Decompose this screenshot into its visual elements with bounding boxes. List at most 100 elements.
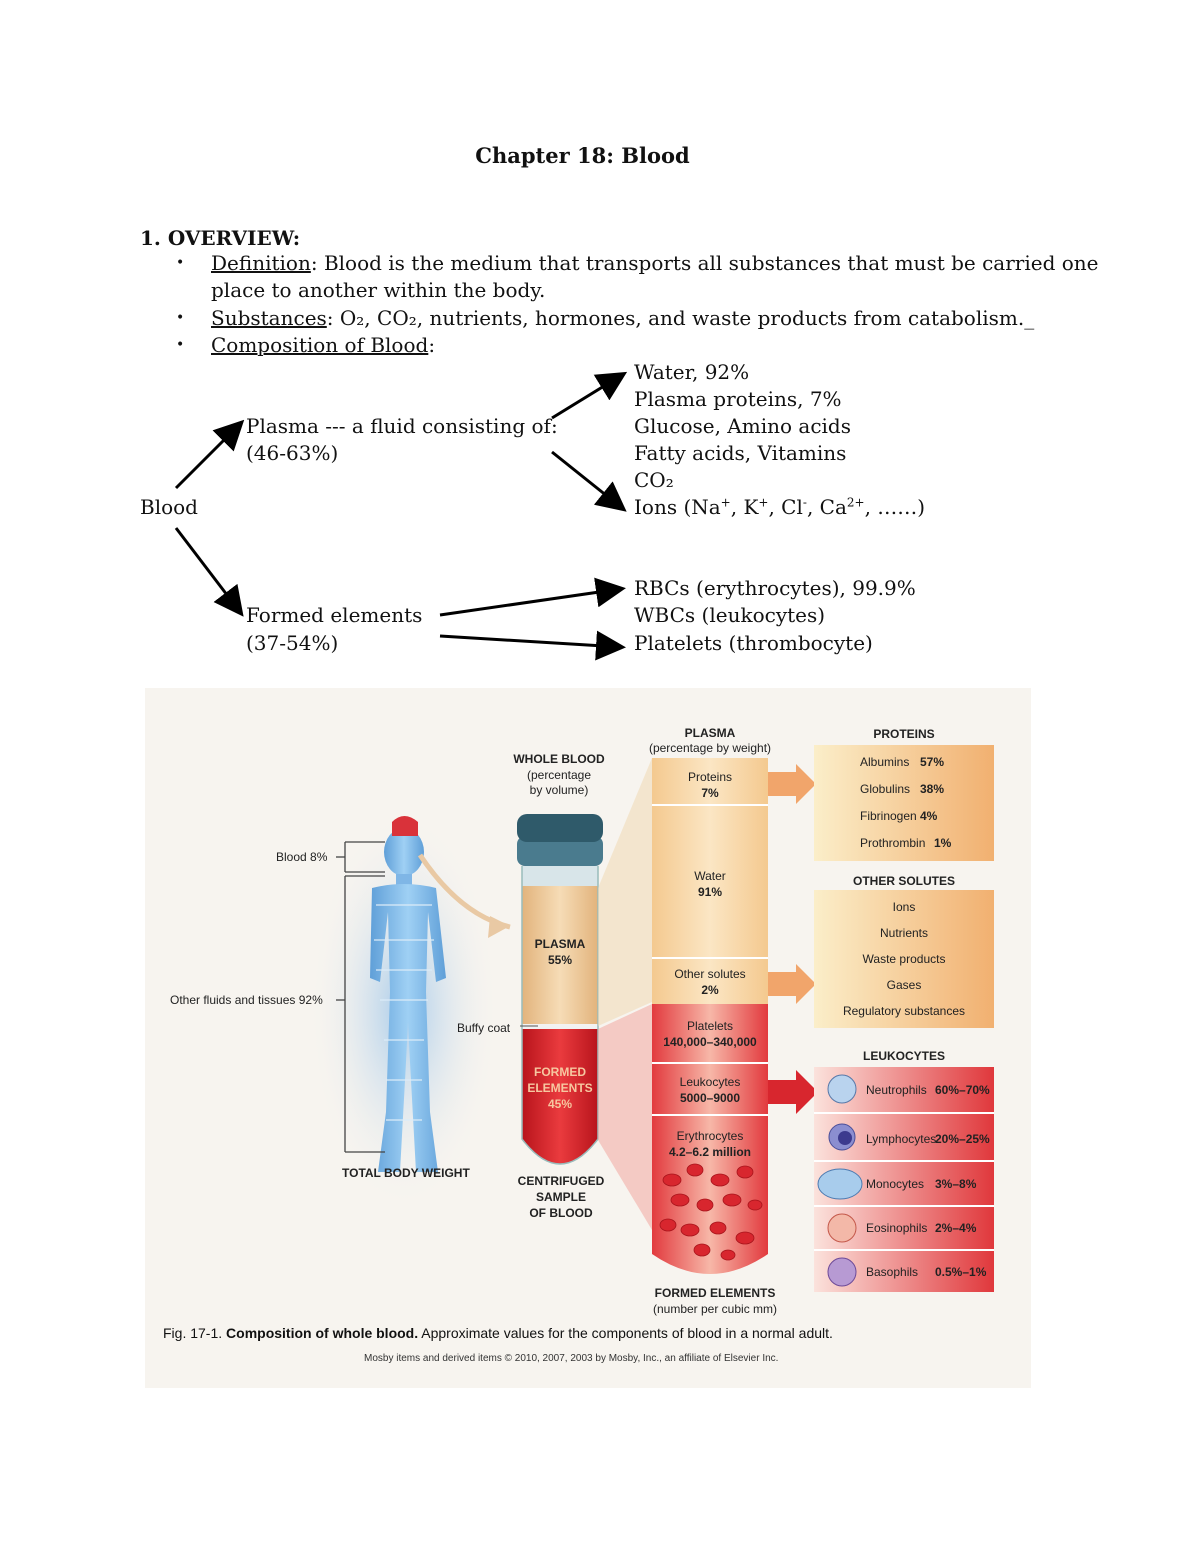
- protein-name: Fibrinogen: [860, 809, 917, 823]
- col-platelets-n: 140,000–340,000: [663, 1035, 757, 1049]
- ions-suffix: , ……): [864, 495, 926, 519]
- leukocyte-name: Lymphocytes: [866, 1132, 937, 1146]
- section-heading: 1. OVERVIEW:: [140, 226, 301, 250]
- leukocyte-pct: 3%–8%: [935, 1177, 977, 1191]
- bullet-composition: • Composition of Blood:: [176, 332, 436, 359]
- solute-item: Regulatory substances: [842, 1004, 966, 1018]
- col-platelets: Platelets: [686, 1019, 734, 1033]
- label-whole-blood-sub2: by volume): [529, 783, 589, 797]
- composition-label: Composition of Blood: [211, 333, 429, 357]
- label-centrifuged-3: OF BLOOD: [529, 1206, 593, 1220]
- human-body-icon: [370, 816, 446, 1172]
- ions-k: , K: [730, 495, 759, 519]
- figure-credit: Mosby items and derived items © 2010, 20…: [364, 1353, 779, 1364]
- label-other-fluids: Other fluids and tissues 92%: [170, 993, 323, 1007]
- label-whole-blood: WHOLE BLOOD: [513, 752, 605, 766]
- leukocyte-name: Basophils: [866, 1265, 919, 1279]
- leukocyte-pct: 60%–70%: [935, 1083, 990, 1097]
- solutes-box-bg: [814, 890, 994, 1028]
- arrow-to-plasma: [174, 419, 245, 490]
- plasma-item-ions: Ions (Na+, K+, Cl-, Ca2+, ……): [634, 495, 926, 519]
- solute-item: Nutrients: [879, 926, 929, 940]
- col-water-pct: 91%: [697, 885, 723, 899]
- protein-pct: 38%: [920, 782, 945, 796]
- eosinophil-icon: [827, 1213, 857, 1243]
- leukocyte-name: Neutrophils: [866, 1083, 927, 1097]
- plasma-column: [652, 758, 768, 1004]
- ions-ca: , Ca: [806, 495, 847, 519]
- solute-item: Gases: [886, 978, 922, 992]
- arrow-to-ions: [551, 450, 627, 512]
- label-buffy-coat: Buffy coat: [457, 1021, 511, 1035]
- plasma-heading: PLASMA: [684, 726, 736, 740]
- monocyte-icon: [817, 1168, 863, 1200]
- definition-text-continued: place to another within the body.: [211, 278, 546, 302]
- arrow-to-water: [551, 371, 628, 420]
- arrow-proteins: [768, 764, 816, 804]
- leukocyte-pct: 0.5%–1%: [935, 1265, 987, 1279]
- plasma-item-co2: CO₂: [634, 468, 674, 492]
- tree-formed-label: Formed elements: [246, 603, 423, 627]
- red-blood-cells: [659, 1163, 763, 1261]
- bullet-definition: • Definition: Blood is the medium that t…: [176, 250, 1099, 277]
- col-erythrocytes: Erythrocytes: [676, 1129, 744, 1143]
- label-whole-blood-sub1: (percentage: [526, 768, 592, 782]
- protein-name: Albumins: [860, 755, 910, 769]
- col-other-pct: 2%: [701, 983, 719, 997]
- substances-label: Substances: [211, 306, 327, 330]
- tube-plasma-pct: 55%: [547, 953, 573, 967]
- arrow-leukocytes: [768, 1070, 818, 1114]
- label-blood-pct: Blood 8%: [276, 850, 328, 864]
- leukocyte-pct: 2%–4%: [935, 1221, 977, 1235]
- protein-name: Prothrombin: [860, 836, 926, 850]
- col-proteins-pct: 7%: [701, 786, 719, 800]
- ions-prefix: Ions (Na: [634, 495, 721, 519]
- leukocyte-name: Eosinophils: [866, 1221, 928, 1235]
- formed-item-rbc: RBCs (erythrocytes), 99.9%: [634, 576, 916, 600]
- bullet-dot: •: [176, 310, 185, 326]
- definition-text: : Blood is the medium that transports al…: [310, 251, 1099, 275]
- col-leukocytes-n: 5000–9000: [679, 1091, 741, 1105]
- funnel-formed: [598, 1004, 652, 1230]
- protein-pct: 4%: [920, 809, 938, 823]
- protein-pct: 1%: [934, 836, 952, 850]
- caption-bold: Composition of whole blood.: [226, 1325, 419, 1341]
- plasma-item-fatty: Fatty acids, Vitamins: [634, 441, 847, 465]
- caption-prefix: Fig. 17-1.: [163, 1325, 227, 1341]
- col-water: Water: [694, 869, 726, 883]
- page-title: Chapter 18: Blood: [475, 143, 690, 168]
- arrow-to-formed: [174, 527, 244, 617]
- figure-caption: Fig. 17-1. Composition of whole blood. A…: [163, 1325, 833, 1341]
- arrow-to-rbc: [439, 577, 626, 617]
- definition-label: Definition: [211, 251, 311, 275]
- tube-plasma: PLASMA: [534, 937, 586, 951]
- bullet-dot: •: [176, 337, 185, 353]
- proteins-box-bg: [814, 745, 994, 861]
- label-centrifuged-2: SAMPLE: [535, 1190, 586, 1204]
- solute-item: Ions: [892, 900, 916, 914]
- bullet-dot: •: [176, 255, 185, 271]
- formed-heading: FORMED ELEMENTS: [654, 1286, 776, 1300]
- tube-formed-pct: 45%: [547, 1097, 573, 1111]
- protein-pct: 57%: [920, 755, 945, 769]
- solutes-heading: OTHER SOLUTES: [852, 874, 955, 888]
- arrow-solutes: [768, 964, 816, 1004]
- label-total-body-weight: TOTAL BODY WEIGHT: [342, 1166, 470, 1180]
- formed-item-platelets: Platelets (thrombocyte): [634, 631, 873, 655]
- composition-colon: :: [428, 333, 436, 357]
- protein-name: Globulins: [860, 782, 911, 796]
- tube-formed-2: ELEMENTS: [527, 1081, 593, 1095]
- neutrophil-icon: [827, 1074, 857, 1104]
- formed-item-wbc: WBCs (leukocytes): [634, 603, 826, 627]
- substances-text: : O₂, CO₂, nutrients, hormones, and wast…: [326, 306, 1035, 330]
- tree-arrows: [174, 371, 628, 661]
- leukocyte-pct: 20%–25%: [935, 1132, 990, 1146]
- leukocytes-heading: LEUKOCYTES: [862, 1049, 945, 1063]
- ions-cl: , Cl: [768, 495, 803, 519]
- test-tube-icon: [517, 814, 603, 1165]
- tree-plasma-label: Plasma --- a fluid consisting of:: [246, 414, 558, 438]
- label-centrifuged-1: CENTRIFUGED: [517, 1174, 605, 1188]
- col-proteins: Proteins: [687, 770, 733, 784]
- arrow-to-platelets: [439, 630, 626, 661]
